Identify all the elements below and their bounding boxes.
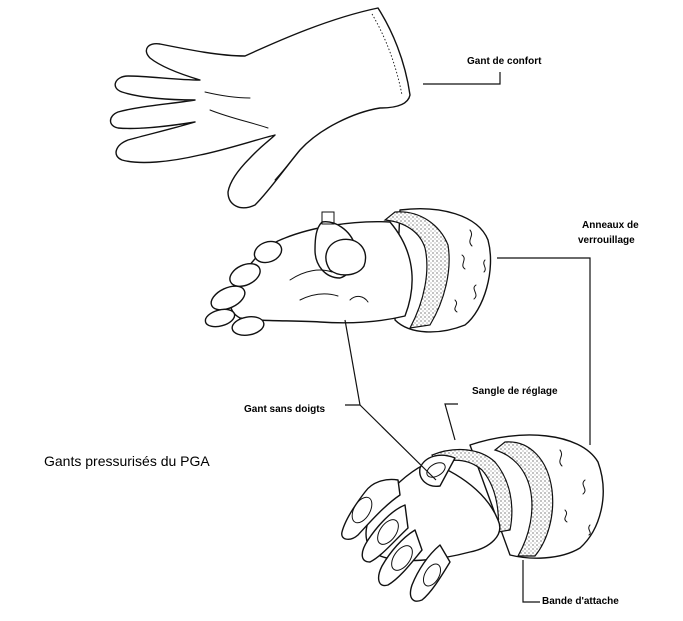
bottom-glove-drawing <box>341 434 604 602</box>
leader-comfort-glove <box>423 72 501 85</box>
diagram-title: Gants pressurisés du PGA <box>44 453 210 469</box>
label-comfort-glove: Gant de confort <box>467 56 542 67</box>
label-attach-band: Bande d'attache <box>542 596 619 607</box>
leader-fingerless-lower <box>359 404 437 481</box>
leader-fingerless-upper <box>344 319 361 406</box>
leader-locking-rings <box>497 257 591 445</box>
label-locking-rings-line2: verrouillage <box>578 235 635 246</box>
label-fingerless-glove: Gant sans doigts <box>244 404 326 415</box>
leader-attach-band <box>522 560 540 603</box>
leader-lines <box>344 72 591 603</box>
leader-adjust-strap <box>444 403 458 441</box>
label-locking-rings-line1: Anneaux de <box>582 220 639 231</box>
middle-glove-drawing <box>204 208 492 336</box>
comfort-glove-drawing <box>109 7 411 209</box>
label-adjust-strap: Sangle de réglage <box>472 386 558 397</box>
